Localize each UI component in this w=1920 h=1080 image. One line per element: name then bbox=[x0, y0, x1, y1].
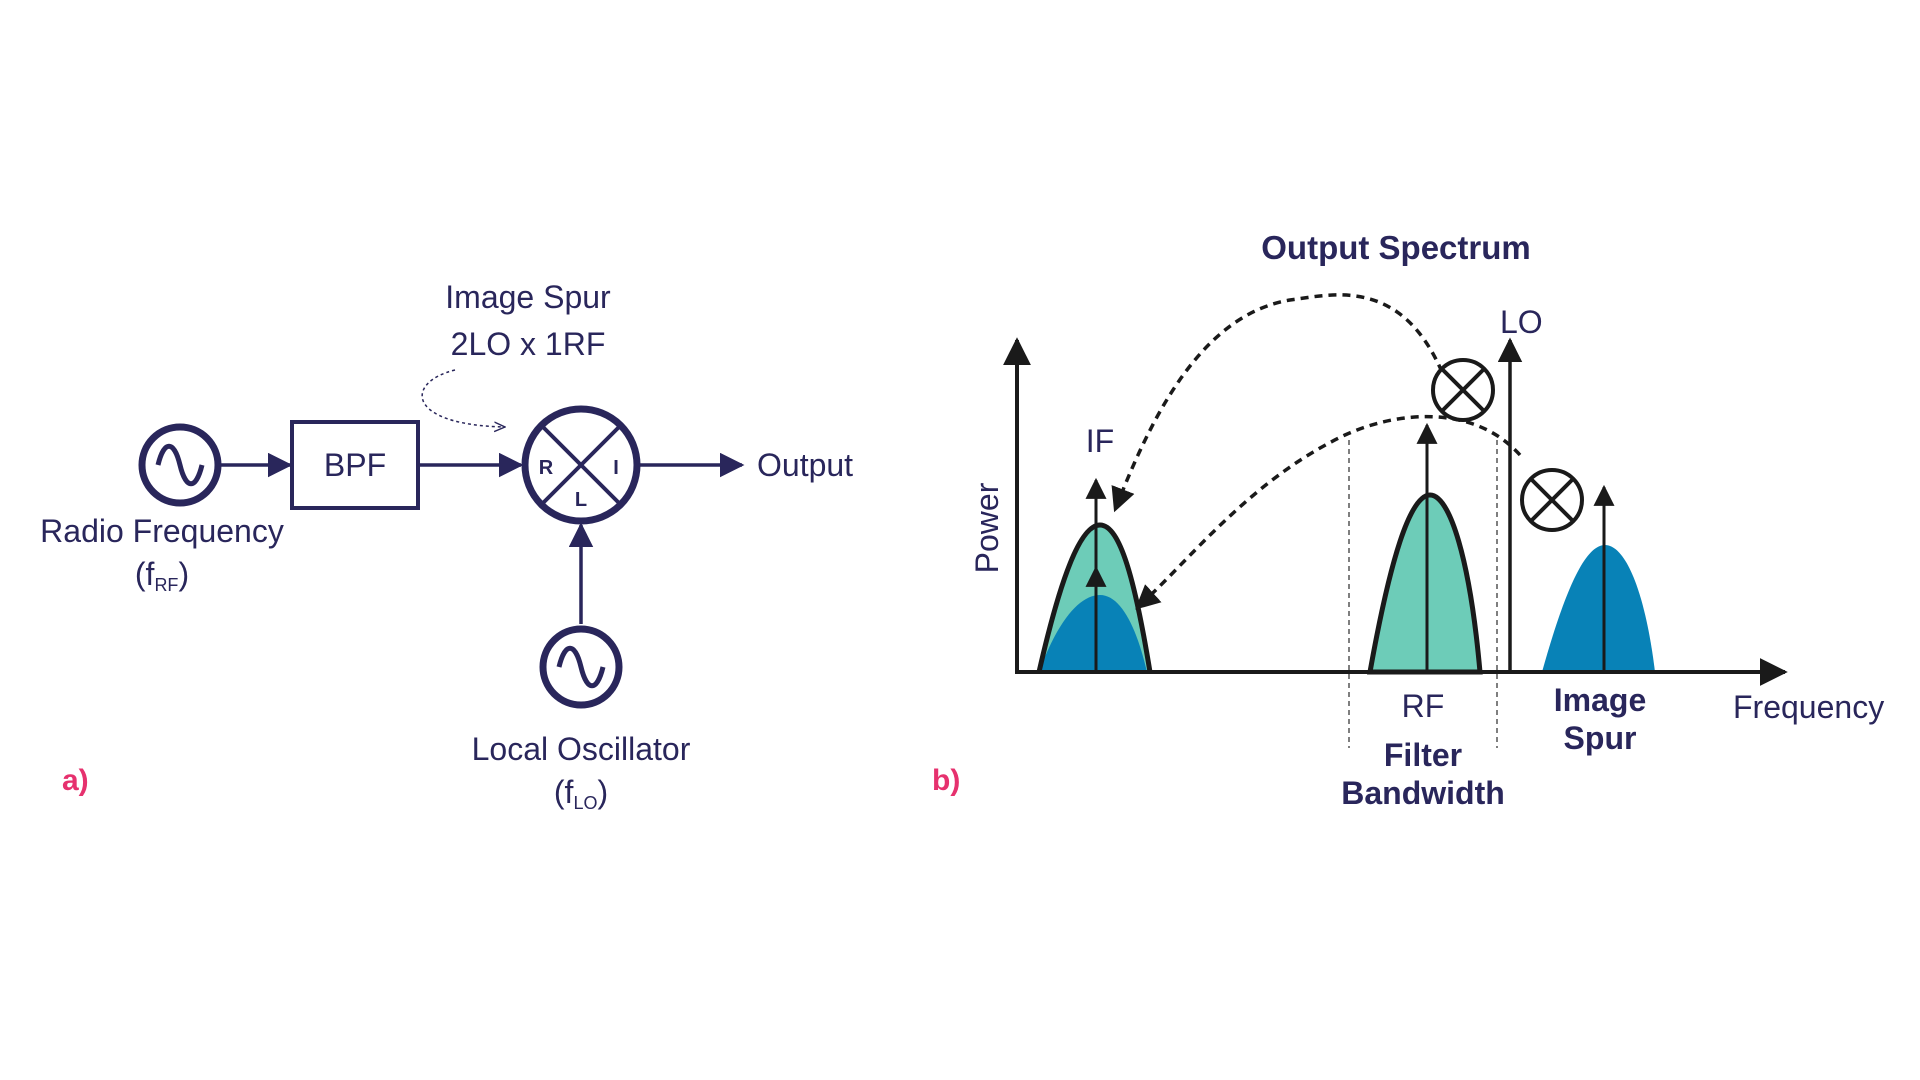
rf-frequency-symbol: (fRF) bbox=[135, 556, 189, 595]
rf-label: RF bbox=[1402, 688, 1445, 724]
image-to-if-mixing-path bbox=[1135, 414, 1522, 610]
rf-peak bbox=[1367, 492, 1483, 675]
if-label: IF bbox=[1086, 423, 1114, 459]
mixer-port-l: L bbox=[575, 489, 587, 511]
lo-close: ) bbox=[597, 774, 608, 810]
y-axis-label: Power bbox=[969, 482, 1005, 573]
mixer-port-r: R bbox=[539, 457, 554, 479]
lo-frequency-symbol: (fLO) bbox=[554, 774, 608, 813]
image-spur-label-line2: Spur bbox=[1564, 720, 1637, 756]
panel-a-tag: a) bbox=[62, 764, 89, 797]
filter-bandwidth-line1: Filter bbox=[1384, 737, 1462, 773]
output-label: Output bbox=[757, 447, 853, 483]
lo-source-label: Local Oscillator bbox=[472, 731, 691, 767]
image-spur-peak bbox=[1542, 545, 1655, 672]
annotation-dotted-arrow bbox=[421, 369, 505, 427]
image-spur-annotation-line1: Image Spur bbox=[445, 279, 611, 315]
mixer-port-i: I bbox=[613, 457, 619, 479]
image-spur-label-line1: Image bbox=[1554, 682, 1646, 718]
rf-subscript: RF bbox=[154, 575, 178, 595]
rf-close: ) bbox=[178, 556, 189, 592]
panel-b-output-spectrum: Output Spectrum bbox=[932, 229, 1884, 811]
if-blue-peak bbox=[1039, 595, 1147, 672]
filter-bandwidth-line2: Bandwidth bbox=[1341, 775, 1505, 811]
rf-symbol: (f bbox=[135, 556, 155, 592]
x-axis-label: Frequency bbox=[1733, 689, 1884, 725]
rf-source-label: Radio Frequency bbox=[40, 513, 284, 549]
image-spur-annotation-line2: 2LO x 1RF bbox=[451, 326, 606, 362]
rf-source-icon bbox=[138, 423, 222, 507]
mixer-icon-upper bbox=[1431, 358, 1495, 422]
lo-subscript: LO bbox=[573, 793, 597, 813]
lo-label: LO bbox=[1500, 304, 1543, 340]
lo-source-icon bbox=[539, 625, 623, 709]
bpf-block bbox=[290, 420, 420, 510]
panel-b-tag: b) bbox=[932, 764, 960, 797]
mixer-icon bbox=[521, 405, 641, 525]
spectrum-title: Output Spectrum bbox=[1261, 229, 1531, 266]
panel-a-block-diagram: BPF R I L Output Image Spur 2LO x 1RF Ra… bbox=[40, 279, 853, 813]
mixer-icon-lower bbox=[1520, 468, 1584, 532]
rf-to-if-mixing-path bbox=[1111, 293, 1444, 513]
lo-symbol: (f bbox=[554, 774, 574, 810]
bpf-label: BPF bbox=[324, 447, 386, 483]
